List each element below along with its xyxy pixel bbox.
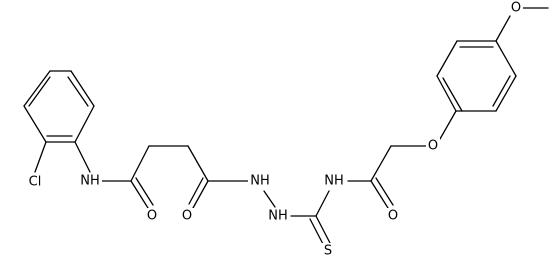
- svg-text:O: O: [428, 139, 438, 154]
- bond: [23, 70, 51, 107]
- bond: [263, 190, 276, 208]
- bond: [192, 180, 209, 209]
- bond: [67, 76, 89, 107]
- bond: [74, 105, 95, 143]
- hydrazide-nh-2-atom: NH: [266, 208, 290, 224]
- bond: [23, 105, 47, 143]
- bond: [34, 141, 47, 173]
- bond: [135, 177, 154, 206]
- chlorine-atom: Cl: [24, 174, 46, 190]
- bond: [130, 180, 149, 209]
- bond-layer: [23, 7, 549, 247]
- thiourea-nh-atom: NH: [322, 173, 346, 189]
- thione-sulfur-atom: S: [321, 243, 335, 259]
- bond: [130, 145, 150, 182]
- svg-text:O: O: [147, 209, 157, 224]
- bond: [436, 75, 457, 112]
- svg-text:NH: NH: [324, 174, 344, 189]
- bond: [492, 75, 511, 107]
- bond: [74, 141, 91, 173]
- bond: [442, 77, 463, 112]
- bond: [188, 177, 204, 205]
- hydrazide-nh-1-atom: NH: [248, 173, 272, 189]
- svg-text:NH: NH: [250, 174, 270, 189]
- svg-text:NH: NH: [268, 209, 288, 224]
- svg-text:NH: NH: [80, 174, 100, 189]
- bond: [375, 177, 394, 206]
- bond: [187, 145, 209, 182]
- bond: [495, 40, 517, 77]
- amide-oxygen-2-atom: O: [180, 208, 194, 224]
- bond: [309, 218, 325, 247]
- bond: [370, 145, 392, 182]
- amide-nh-atom: NH: [78, 173, 102, 189]
- svg-text:O: O: [511, 1, 521, 16]
- bond: [370, 180, 389, 209]
- amide-oxygen-3-atom: O: [386, 208, 400, 224]
- svg-text:S: S: [324, 244, 332, 259]
- svg-text:O: O: [388, 209, 398, 224]
- atom-layer: Cl NH O O NH NH NH S: [24, 0, 523, 259]
- ether-oxygen-atom: O: [426, 138, 440, 154]
- amide-oxygen-1-atom: O: [145, 208, 159, 224]
- bond: [28, 76, 51, 107]
- bond: [495, 75, 517, 112]
- bond: [70, 70, 95, 107]
- methoxy-oxygen-atom: O: [509, 0, 523, 16]
- bond: [439, 110, 457, 140]
- bond: [315, 215, 331, 244]
- bond: [495, 15, 511, 42]
- svg-text:Cl: Cl: [29, 175, 42, 190]
- bond: [315, 190, 330, 217]
- svg-text:O: O: [182, 209, 192, 224]
- bond: [436, 40, 458, 77]
